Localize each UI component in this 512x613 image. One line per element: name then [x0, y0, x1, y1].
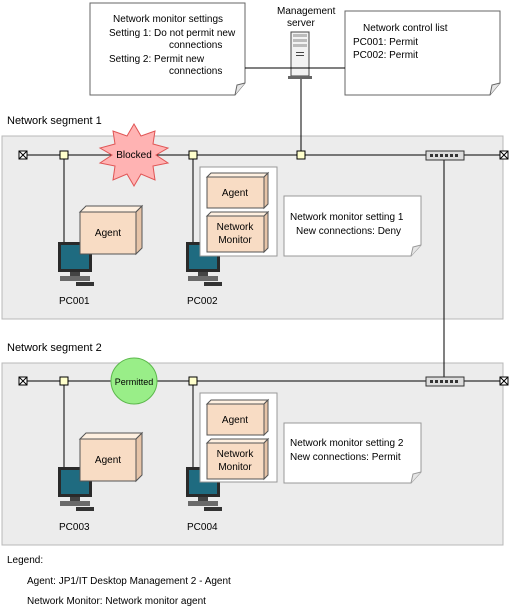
agent-box: Agent — [205, 171, 270, 210]
control-list-entry: PC001: Permit — [353, 37, 418, 48]
server-label: server — [287, 18, 315, 29]
monitor-note-line: New connections: Permit — [290, 452, 401, 463]
server-label: Management — [277, 6, 336, 17]
hub-icon — [425, 376, 465, 387]
agent-box: Agent — [78, 204, 144, 256]
settings-note: Network monitor settings Setting 1: Do n… — [89, 2, 246, 96]
pc-004: Agent Network Monitor PC004 — [186, 392, 278, 533]
network-node — [59, 376, 69, 386]
legend-item: Network Monitor: Network monitor agent — [27, 596, 206, 607]
monitor-note-line: New connections: Deny — [296, 226, 401, 237]
blocked-indicator: Blocked — [98, 123, 170, 187]
pc-003: Agent PC003 — [58, 431, 144, 533]
pc-name: PC003 — [59, 522, 90, 533]
agent-label: Agent — [95, 228, 121, 239]
settings-note-title: Network monitor settings — [113, 14, 223, 25]
legend-title: Legend: — [7, 555, 43, 566]
network-monitor-box: Network Monitor — [205, 210, 270, 254]
network-monitor-box: Network Monitor — [205, 437, 270, 481]
control-list-entry: PC002: Permit — [353, 50, 418, 61]
hub-icon — [425, 150, 465, 161]
permitted-label: Permitted — [115, 377, 154, 387]
pc-name: PC004 — [187, 522, 218, 533]
network-node — [59, 150, 69, 160]
blocked-label: Blocked — [116, 150, 152, 161]
pc-name: PC001 — [59, 296, 90, 307]
legend-item: Agent: JP1/IT Desktop Management 2 - Age… — [27, 576, 231, 587]
monitor-note-line: Network monitor setting 2 — [290, 438, 404, 449]
pc-001: Agent PC001 — [58, 204, 144, 307]
legend: Legend: Agent: JP1/IT Desktop Management… — [7, 555, 231, 607]
monitor-note-1: Network monitor setting 1 New connection… — [283, 195, 422, 257]
network-node — [188, 150, 198, 160]
agent-label: Agent — [222, 188, 248, 199]
monitor-note-line: Network monitor setting 1 — [290, 212, 404, 223]
settings-note-line: connections — [169, 40, 222, 51]
segment-1-label: Network segment 1 — [7, 115, 102, 127]
agent-label: Agent — [222, 415, 248, 426]
server-icon — [288, 31, 312, 79]
settings-note-line: Setting 2: Permit new — [109, 54, 205, 65]
network-node — [188, 376, 198, 386]
network-node — [296, 150, 306, 160]
agent-label: Agent — [95, 455, 121, 466]
settings-note-line: connections — [169, 66, 222, 77]
agent-box: Agent — [78, 431, 144, 483]
settings-note-line: Setting 1: Do not permit new — [109, 28, 236, 39]
monitor-note-2: Network monitor setting 2 New connection… — [283, 422, 422, 484]
network-monitor-label: Monitor — [218, 462, 252, 473]
pc-002: Agent Network Monitor PC002 — [186, 166, 278, 307]
permitted-indicator: Permitted — [110, 357, 158, 405]
control-list-title: Network control list — [363, 23, 448, 34]
pc-name: PC002 — [187, 296, 218, 307]
agent-box: Agent — [205, 398, 270, 437]
network-monitor-label: Network — [217, 222, 255, 233]
control-list-note: Network control list PC001: Permit PC002… — [344, 10, 501, 96]
network-monitor-label: Monitor — [218, 235, 252, 246]
segment-2-label: Network segment 2 — [7, 342, 102, 354]
network-monitor-label: Network — [217, 449, 255, 460]
